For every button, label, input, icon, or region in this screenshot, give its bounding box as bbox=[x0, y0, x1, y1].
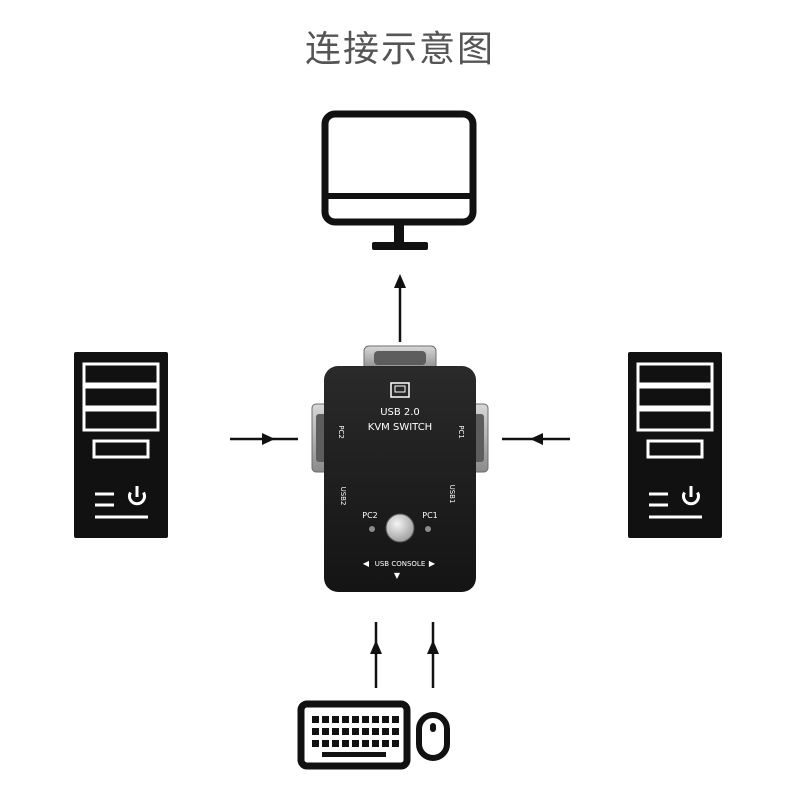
keyboard-key bbox=[352, 728, 359, 735]
keyboard-key bbox=[332, 728, 339, 735]
keyboard-key bbox=[382, 740, 389, 747]
keyboard-key bbox=[312, 716, 319, 723]
keyboard-key bbox=[382, 716, 389, 723]
console-arrow-right: ▶ bbox=[429, 559, 436, 568]
keyboard-key bbox=[322, 728, 329, 735]
power-icon bbox=[682, 486, 700, 506]
keyboard-key bbox=[312, 728, 319, 735]
power-icon bbox=[128, 486, 146, 506]
switch-button[interactable] bbox=[385, 513, 415, 543]
keyboard-key bbox=[352, 740, 359, 747]
keyboard-key bbox=[362, 716, 369, 723]
keyboard-spacebar bbox=[322, 752, 386, 757]
keyboard-keys bbox=[312, 716, 399, 757]
keyboard-key bbox=[352, 716, 359, 723]
keyboard-icon bbox=[297, 700, 411, 770]
port-label-pc1: PC1 bbox=[457, 425, 465, 439]
kvm-switch: USB 2.0 KVM SWITCH PC2 PC1 USB2 USB1 PC2… bbox=[311, 345, 489, 592]
keyboard-key bbox=[362, 740, 369, 747]
arrow-to-monitor bbox=[394, 274, 406, 342]
port-label-pc2: PC2 bbox=[337, 425, 345, 439]
led-label-pc2: PC2 bbox=[362, 511, 378, 520]
keyboard-key bbox=[332, 740, 339, 747]
usb-port-icon bbox=[390, 382, 410, 398]
keyboard-key bbox=[392, 716, 399, 723]
device-line2: KVM SWITCH bbox=[368, 422, 432, 433]
keyboard-key bbox=[342, 740, 349, 747]
mouse-icon bbox=[416, 712, 450, 761]
keyboard-key bbox=[372, 740, 379, 747]
arrow-from-keyboard bbox=[370, 622, 382, 688]
keyboard-key bbox=[372, 716, 379, 723]
console-arrow-left: ◀ bbox=[363, 559, 370, 568]
keyboard-key bbox=[382, 728, 389, 735]
keyboard-key bbox=[312, 740, 319, 747]
console-label: USB CONSOLE bbox=[375, 560, 426, 568]
led-label-pc1: PC1 bbox=[422, 511, 438, 520]
keyboard-key bbox=[332, 716, 339, 723]
keyboard-key bbox=[322, 740, 329, 747]
keyboard-key bbox=[342, 716, 349, 723]
vga-connector-top bbox=[363, 345, 437, 371]
device-line1: USB 2.0 bbox=[380, 407, 420, 418]
pc-tower-icon bbox=[74, 352, 168, 538]
monitor-icon bbox=[321, 110, 477, 250]
keyboard-key bbox=[362, 728, 369, 735]
led-pc2 bbox=[369, 526, 375, 532]
arrow-from-mouse bbox=[427, 622, 439, 688]
arrow-from-right-pc bbox=[502, 433, 570, 445]
keyboard-key bbox=[372, 728, 379, 735]
pc-tower-icon bbox=[628, 352, 722, 538]
arrow-from-left-pc bbox=[230, 433, 298, 445]
keyboard-key bbox=[322, 716, 329, 723]
led-pc1 bbox=[425, 526, 431, 532]
port-label-usb1: USB1 bbox=[448, 485, 456, 504]
port-label-usb2: USB2 bbox=[339, 487, 347, 506]
keyboard-key bbox=[392, 740, 399, 747]
keyboard-key bbox=[342, 728, 349, 735]
console-arrow-down: ▼ bbox=[394, 571, 401, 580]
diagram-title: 连接示意图 bbox=[304, 29, 495, 70]
kvm-body bbox=[324, 366, 476, 592]
keyboard-key bbox=[392, 728, 399, 735]
